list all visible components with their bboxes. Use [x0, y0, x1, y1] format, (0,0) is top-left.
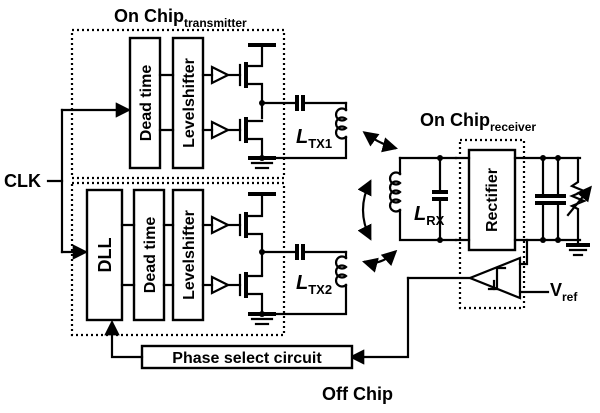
inductor-tx1-label: LTX1 — [296, 126, 332, 151]
buffer-bottom-low — [201, 275, 242, 295]
buffer-top-low — [201, 120, 242, 140]
comparator — [406, 238, 550, 300]
inductor-rx — [388, 155, 458, 243]
dead-time-block-bottom — [132, 188, 166, 322]
levelshifter-bottom-label: Levelshifter — [181, 210, 198, 300]
inductor-tx2-label: LTX2 — [296, 272, 332, 297]
coupling-arrow-top — [362, 131, 398, 153]
on-chip-transmitter-title: On Chiptransmitter — [114, 6, 247, 30]
off-chip-label: Off Chip — [322, 384, 393, 404]
vref-label: Vref — [550, 280, 578, 304]
buffer-bottom-high — [201, 215, 242, 235]
dead-time-block-top — [128, 36, 162, 170]
coupling-arrow-bottom — [362, 249, 398, 273]
dll-block — [85, 188, 124, 322]
receiver-output-stage — [513, 155, 592, 257]
on-chip-receiver-region — [458, 138, 526, 310]
inductor-tx2 — [260, 250, 348, 316]
levelshifter-block-top — [171, 36, 205, 170]
bottom-half-bridge — [238, 192, 276, 326]
rectifier-label: Rectifier — [484, 168, 501, 232]
inductor-rx-label: LRX — [414, 203, 445, 228]
on-chip-receiver-title: On Chipreceiver — [420, 110, 536, 134]
dead-time-top-label: Dead time — [138, 65, 155, 142]
dead-time-bottom-label: Dead time — [142, 217, 159, 294]
coupling-arrow-middle — [357, 179, 372, 241]
dll-label: DLL — [95, 238, 115, 273]
levelshifter-block-bottom — [171, 188, 205, 322]
inductor-tx1 — [260, 101, 348, 160]
levelshifter-top-label: Levelshifter — [181, 58, 198, 148]
top-half-bridge — [238, 43, 276, 170]
phase-select-label: Phase select circuit — [172, 350, 322, 367]
clk-label: CLK — [4, 171, 41, 191]
on-chip-transmitter-bottom-region — [70, 181, 286, 337]
buffer-top-high — [201, 65, 242, 85]
rectifier-block — [467, 148, 517, 252]
